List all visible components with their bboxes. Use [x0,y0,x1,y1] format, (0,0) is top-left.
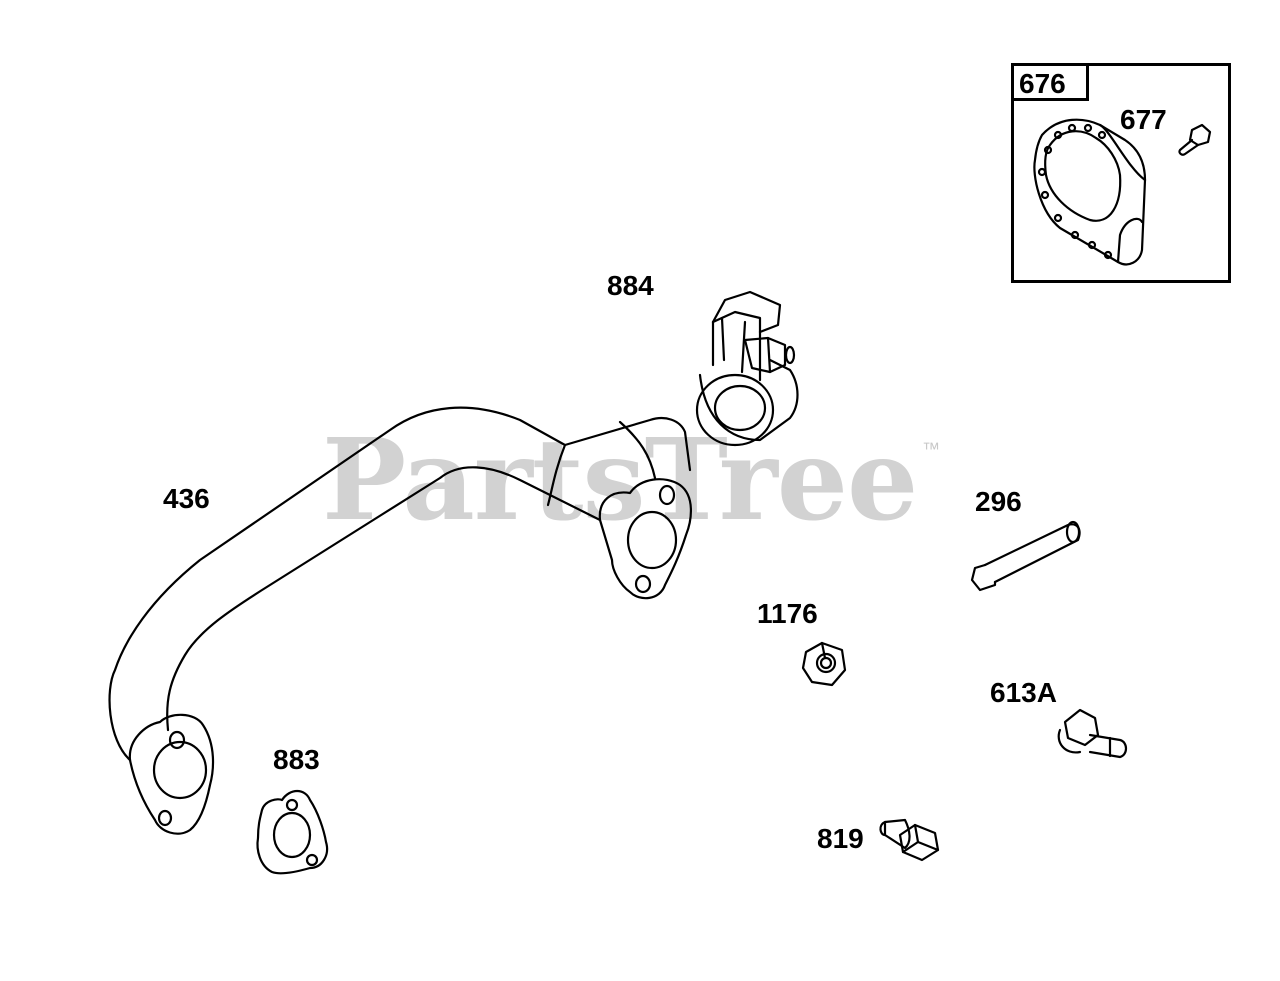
part-label-883[interactable]: 883 [273,744,320,775]
trademark-symbol: ™ [922,439,940,459]
kit-number: 676 [1019,68,1066,99]
part-label-613A[interactable]: 613A [990,677,1057,708]
screw-small-drawing [1178,123,1212,156]
part-label-677[interactable]: 677 [1120,104,1167,135]
part-label-436[interactable]: 436 [163,483,210,514]
part-label-884[interactable]: 884 [607,270,654,301]
part-label-1176[interactable]: 1176 [757,598,818,629]
gasket-drawing [256,789,329,875]
part-label-296[interactable]: 296 [975,486,1022,517]
cover-drawing [1033,118,1147,266]
exhaust-pipe-drawing [108,406,692,835]
clamp-drawing [695,290,799,447]
kit-box [1011,63,1231,283]
screw-drawing [879,818,940,862]
stud-drawing [970,520,1081,592]
kit-number-tag: 676 [1011,63,1089,101]
bolt-drawing [1057,708,1128,759]
nut-drawing [801,641,847,687]
partstree-watermark: PartsTree [322,415,918,546]
part-label-819[interactable]: 819 [817,823,864,854]
